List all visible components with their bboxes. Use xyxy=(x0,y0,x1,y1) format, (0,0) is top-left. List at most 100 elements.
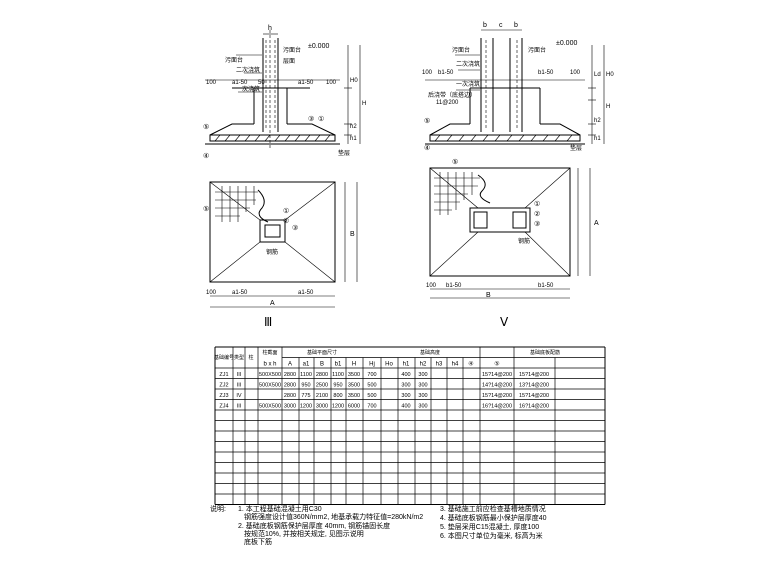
left-plan-ganjin: 钢筋 xyxy=(266,248,278,256)
table-cell: 3500 xyxy=(348,383,360,389)
left-H0: H0 xyxy=(350,78,358,84)
right-plan-b1: b1-50 xyxy=(446,283,462,289)
right-label-spacing: 11@200 xyxy=(436,100,459,106)
left-plan-a1r: a1-50 xyxy=(298,290,314,296)
table-cell: 2800 xyxy=(316,372,328,378)
table-cell: 400 xyxy=(401,404,410,410)
hdr-sub-9: h2 xyxy=(420,362,427,368)
table-cell: 300 xyxy=(401,383,410,389)
right-h1: h1 xyxy=(594,136,601,142)
table-cell: 500X500 xyxy=(259,383,281,389)
left-label-wumian2: 污面台 xyxy=(225,56,243,64)
hdr-peijin: 基础底板配筋 xyxy=(530,349,560,356)
right-H0: H0 xyxy=(606,72,614,78)
left-dianceng: 垫层 xyxy=(338,149,350,157)
note-2c: 底板下筋 xyxy=(244,539,272,546)
left-plan-c1: ① xyxy=(283,207,289,215)
note-1b: 钢筋强度设计值360N/mm2, 地基承载力特征值=280kN/m2 xyxy=(244,514,424,521)
right-b-label: b xyxy=(483,22,487,29)
left-plan-B: B xyxy=(350,231,355,238)
right-dim-100: 100 xyxy=(422,70,433,76)
table-cell: 700 xyxy=(367,404,376,410)
right-plan-ganjin: 钢筋 xyxy=(518,237,530,245)
hdr-sub-12: ④ xyxy=(468,361,473,368)
right-plan-dim100: 100 xyxy=(426,283,437,289)
table-cell: 13?14@200 xyxy=(519,383,549,389)
table-cell: 16?14@200 xyxy=(519,404,549,410)
left-plan-A: A xyxy=(270,300,275,307)
left-section-view xyxy=(205,30,361,150)
hdr-sub-8: h1 xyxy=(403,362,410,368)
table-cell: 1200 xyxy=(300,404,312,410)
hdr-zhu: 柱 xyxy=(248,354,253,361)
hdr-sub-2: a1 xyxy=(303,362,310,368)
table-cell: 1100 xyxy=(332,372,344,378)
table-cell: 775 xyxy=(301,393,310,399)
right-label-wumian: 污面台 xyxy=(528,46,546,54)
right-plan-c1: ① xyxy=(534,200,540,208)
left-h-label: h xyxy=(268,25,272,32)
table-cell: IV xyxy=(236,393,242,399)
table-cell: 15?14@200 xyxy=(519,372,549,378)
right-label-houzhu: 后浇带（底搭边） xyxy=(428,91,476,99)
left-c1: ① xyxy=(318,115,324,123)
hdr-sub-1: A xyxy=(288,362,292,368)
hdr-pingmian: 基础平面尺寸 xyxy=(307,349,337,356)
right-plan-B: B xyxy=(486,292,491,299)
right-b-label2: b xyxy=(514,22,518,29)
right-plan-c3: ③ xyxy=(534,220,540,228)
right-section-view xyxy=(425,29,605,145)
table-cell: 1100 xyxy=(300,372,312,378)
table-cell: 2800 xyxy=(284,383,296,389)
table-cell: ZJ4 xyxy=(219,404,228,410)
hdr-sub-6: Hj xyxy=(369,362,375,368)
table-cell: 500 xyxy=(367,393,376,399)
right-plan-c2: ② xyxy=(534,210,540,218)
right-view-caption: Ⅴ xyxy=(500,315,509,329)
right-plan-view xyxy=(429,167,591,299)
table-cell: III xyxy=(237,372,242,378)
left-c3: ③ xyxy=(308,115,314,123)
left-plan-c2: ② xyxy=(283,217,289,225)
table-cell: 300 xyxy=(401,393,410,399)
right-c-label: c xyxy=(499,22,503,29)
hdr-zhujiemian: 柱截面 xyxy=(262,349,277,356)
table-cell: 400 xyxy=(401,372,410,378)
table-cell: 2800 xyxy=(284,372,296,378)
note-4: 4. 基础底板钢筋最小保护层厚度40 xyxy=(440,515,547,522)
right-plan-c5: ⑤ xyxy=(452,158,458,166)
note-3: 3. 基础施工前应检查基槽地质情况 xyxy=(440,506,546,513)
right-label-erci: 二次浇筑 xyxy=(456,60,480,68)
left-dim-100-right: 100 xyxy=(326,80,337,86)
right-dim-b1r: b1-50 xyxy=(538,70,554,76)
left-plan-view xyxy=(209,181,358,308)
table-cell: ZJ2 xyxy=(219,383,228,389)
note-5: 5. 垫层采用C15混凝土, 厚度100 xyxy=(440,524,540,531)
table-cell: 3000 xyxy=(316,404,328,410)
table-cell: 6000 xyxy=(348,404,360,410)
left-plan-a1: a1-50 xyxy=(232,290,248,296)
left-label-erci: 二次浇筑 xyxy=(236,66,260,74)
table-cell: 15?14@200 xyxy=(482,393,512,399)
right-label-yici: 一次浇筑 xyxy=(456,80,480,88)
table-cell: 700 xyxy=(367,372,376,378)
hdr-sub-3: B xyxy=(320,362,324,368)
table-cell: 15?14@200 xyxy=(482,372,512,378)
table-cell: 1200 xyxy=(332,404,344,410)
table-cell: 14?14@200 xyxy=(482,383,512,389)
table-cell: 2800 xyxy=(284,393,296,399)
left-label-yici: 一次浇筑 xyxy=(236,85,260,93)
right-c5: ⑤ xyxy=(424,117,430,125)
left-top-level: ±0.000 xyxy=(308,43,329,50)
right-plan-b1r: b1-50 xyxy=(538,283,554,289)
left-dim-a1-right: a1-50 xyxy=(298,80,314,86)
hdr-sub-7: Ho xyxy=(385,362,393,368)
table-cell: 950 xyxy=(301,383,310,389)
note-1: 1. 本工程基础混凝土用C30 xyxy=(238,506,322,513)
left-label-wumian: 污面台 xyxy=(283,46,301,54)
right-Ld: Ld xyxy=(594,72,601,78)
table-cell: III xyxy=(237,383,242,389)
hdr-sub-10: h3 xyxy=(436,362,443,368)
table-cell: 3500 xyxy=(348,372,360,378)
